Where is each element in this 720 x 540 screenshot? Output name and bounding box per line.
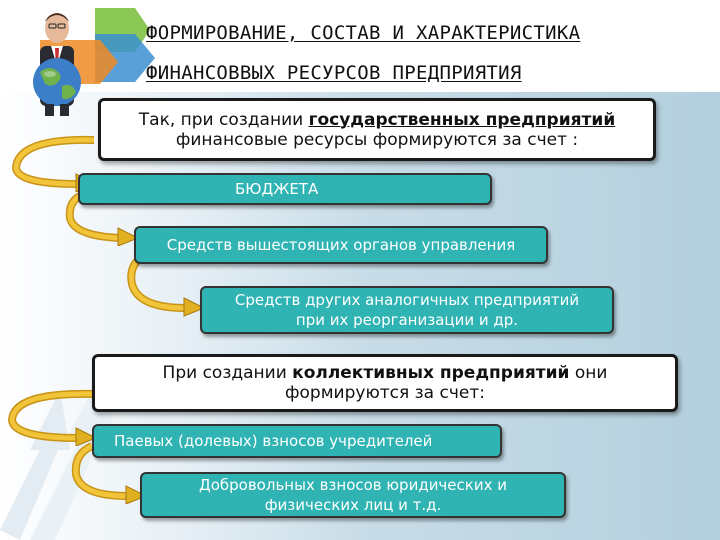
curved-arrow-icon — [65, 190, 140, 246]
state-enterprises-intro-line2: финансовые ресурсы формируются за счет : — [175, 129, 579, 150]
collective-enterprises-intro-line2: формируются за счет: — [285, 383, 485, 403]
source-box-higher-authorities: Средств вышестоящих органов управления — [134, 226, 548, 264]
collective-enterprises-intro-line1: При создании коллективных предприятий он… — [163, 363, 608, 383]
source-label: Средств вышестоящих органов управления — [166, 236, 516, 254]
source-label: Паевых (долевых) взносов учредителей — [114, 432, 433, 450]
curved-arrow-icon — [7, 389, 98, 446]
state-intro-emphasis: государственных предприятий — [308, 109, 616, 130]
title-line-1: ФОРМИРОВАНИЕ, СОСТАВ И ХАРАКТЕРИСТИКА — [146, 22, 581, 44]
source-box-other-enterprises: Средств других аналогичных предприятий п… — [200, 286, 614, 334]
collective-intro-suffix: они — [569, 363, 608, 383]
curved-arrow-icon — [71, 442, 148, 504]
source-box-founder-shares: Паевых (долевых) взносов учредителей — [92, 424, 502, 458]
collective-intro-prefix: При создании — [162, 363, 293, 383]
source-label-line1: Средств других аналогичных предприятий — [234, 291, 580, 309]
source-label: БЮДЖЕТА — [235, 180, 319, 198]
header-arrows-decoration — [40, 8, 155, 84]
source-label-line2: при их реорганизации и др. — [295, 311, 519, 329]
source-box-budget: БЮДЖЕТА — [78, 173, 492, 205]
source-label-line2: физических лиц и т.д. — [264, 496, 442, 514]
state-enterprises-intro-line1: Так, при создании государственных предпр… — [139, 110, 615, 130]
state-intro-prefix: Так, при создании — [138, 109, 309, 130]
source-box-voluntary-contributions: Добровольных взносов юридических и физич… — [140, 472, 566, 518]
man-with-globe-photo — [33, 13, 81, 116]
collective-intro-emphasis: коллективных предприятий — [292, 363, 570, 383]
title-line-2: ФИНАНСОВВЫХ РЕСУРСОВ ПРЕДПРИЯТИЯ — [146, 62, 522, 84]
collective-enterprises-intro-box: При создании коллективных предприятий он… — [92, 354, 678, 412]
state-enterprises-intro-box: Так, при создании государственных предпр… — [98, 98, 656, 161]
source-label-line1: Добровольных взносов юридических и — [199, 476, 507, 494]
